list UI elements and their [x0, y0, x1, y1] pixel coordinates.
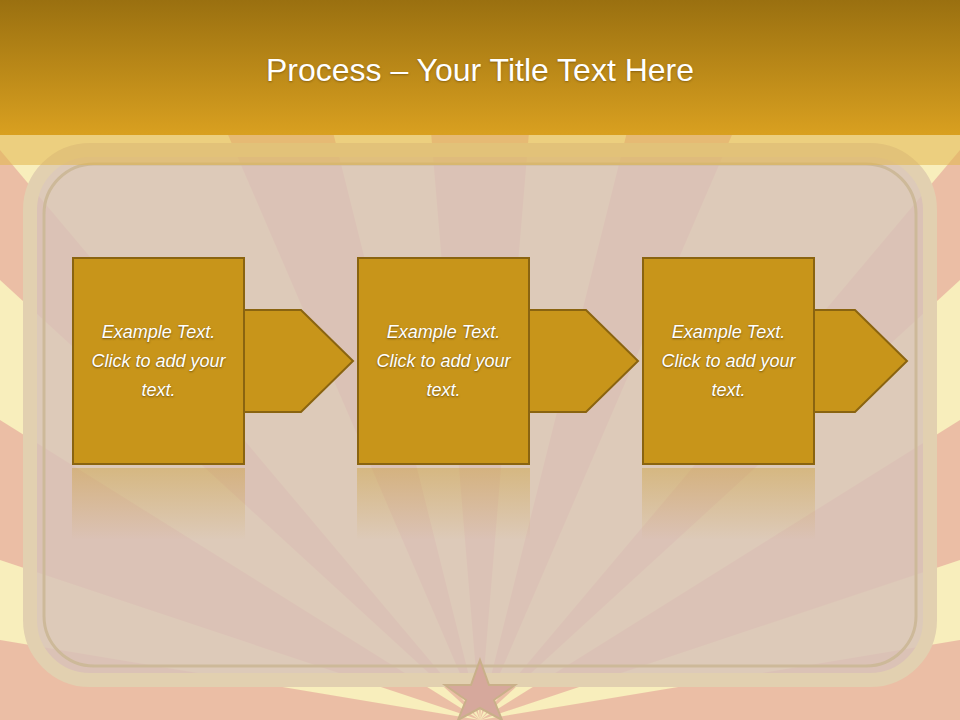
box-text: Example Text. Click to add your text.	[359, 318, 528, 405]
ornate-frame	[30, 150, 930, 680]
box-text: Example Text. Click to add your text.	[74, 318, 243, 405]
process-box: Example Text. Click to add your text.	[72, 257, 245, 465]
title: Process – Your Title Text Here	[0, 52, 960, 89]
process-box: Example Text. Click to add your text.	[357, 257, 530, 465]
header-shadow-band	[0, 135, 960, 165]
arrow-tab	[815, 310, 907, 412]
box-text: Example Text. Click to add your text.	[644, 318, 813, 405]
reflections	[72, 468, 815, 540]
frame-inner-line	[44, 164, 916, 666]
star	[445, 660, 515, 720]
arrow-connector	[244, 310, 353, 412]
process-box: Example Text. Click to add your text.	[642, 257, 815, 465]
arrow-connector	[529, 310, 638, 412]
header-bar	[0, 0, 960, 135]
